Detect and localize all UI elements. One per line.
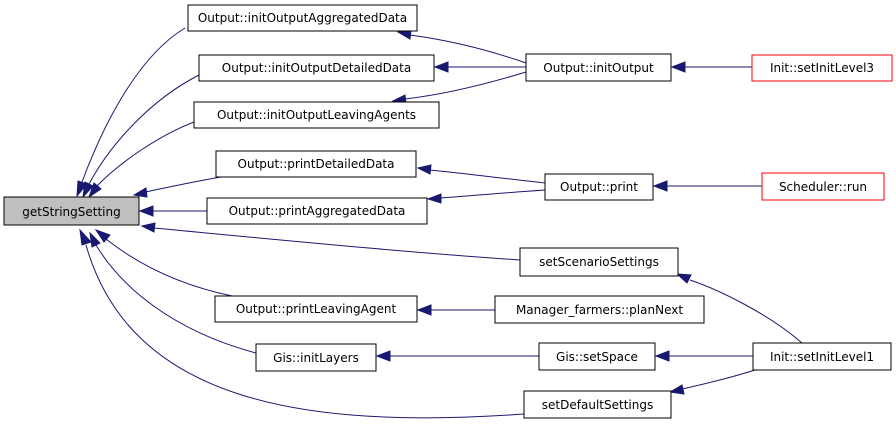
node-label: Output::initOutput <box>543 61 654 75</box>
edge-initOutputDetailedData-to-getStringSetting <box>82 74 200 199</box>
node-label: Output::initOutputAggregatedData <box>198 11 407 25</box>
edge-print-to-printAggregatedData <box>426 189 546 204</box>
node-label: Output::initOutputDetailedData <box>222 61 411 75</box>
edge-printAggregatedData-to-getStringSetting <box>138 205 207 217</box>
node-label: Manager_farmers::planNext <box>516 303 683 317</box>
edge-printLeavingAgent-to-getStringSetting <box>94 229 233 297</box>
node-label: Init::setInitLevel1 <box>770 350 874 364</box>
node-printDetailedData[interactable]: Output::printDetailedData <box>215 150 417 178</box>
node-label: Scheduler::run <box>779 180 867 194</box>
edge-initOutput-to-initOutputDetailedData <box>433 61 526 73</box>
node-label: setDefaultSettings <box>542 398 653 412</box>
node-label: setScenarioSettings <box>539 255 659 269</box>
node-printLeavingAgent[interactable]: Output::printLeavingAgent <box>214 295 418 323</box>
edge-setDefaultSettings-to-getStringSetting <box>79 228 525 419</box>
node-setInitLevel1[interactable]: Init::setInitLevel1 <box>752 342 892 371</box>
node-setSpace[interactable]: Gis::setSpace <box>538 342 656 371</box>
node-label: Init::setInitLevel3 <box>770 61 874 75</box>
node-initLayers[interactable]: Gis::initLayers <box>255 343 377 372</box>
edge-run-to-print <box>652 180 762 192</box>
edge-setScenarioSettings-to-getStringSetting <box>140 222 521 261</box>
node-label: Output::printDetailedData <box>238 157 395 171</box>
edge-initLayers-to-getStringSetting <box>89 231 257 354</box>
node-initOutputLeavingAgents[interactable]: Output::initOutputLeavingAgents <box>193 101 440 129</box>
edge-setSpace-to-initLayers <box>375 350 539 362</box>
node-label: Output::printAggregatedData <box>229 204 406 218</box>
node-getStringSetting[interactable]: getStringSetting <box>3 196 140 226</box>
edge-print-to-printDetailedData <box>416 164 546 184</box>
node-label: Output::print <box>560 180 638 194</box>
node-label: Gis::setSpace <box>556 350 638 364</box>
node-label: getStringSetting <box>22 205 120 219</box>
edge-setInitLevel3-to-initOutput <box>670 61 752 73</box>
node-label: Gis::initLayers <box>273 351 359 365</box>
node-initOutput[interactable]: Output::initOutput <box>525 53 672 82</box>
node-label: Output::initOutputLeavingAgents <box>217 108 416 122</box>
node-setInitLevel3[interactable]: Init::setInitLevel3 <box>751 54 893 82</box>
edge-initOutputAggregatedData-to-getStringSetting <box>76 27 186 198</box>
edge-setInitLevel1-to-setSpace <box>654 350 753 362</box>
node-initOutputAggregatedData[interactable]: Output::initOutputAggregatedData <box>187 4 418 32</box>
node-planNext[interactable]: Manager_farmers::planNext <box>494 295 705 324</box>
edge-initOutputLeavingAgents-to-getStringSetting <box>88 121 195 199</box>
node-print[interactable]: Output::print <box>544 173 654 201</box>
node-run[interactable]: Scheduler::run <box>761 172 885 201</box>
node-setScenarioSettings[interactable]: setScenarioSettings <box>519 247 679 277</box>
edge-setInitLevel1-to-setDefaultSettings <box>668 369 756 395</box>
node-label: Output::printLeavingAgent <box>236 302 397 316</box>
node-setDefaultSettings[interactable]: setDefaultSettings <box>523 390 672 419</box>
edge-setInitLevel1-to-setScenarioSettings <box>675 273 803 344</box>
node-printAggregatedData[interactable]: Output::printAggregatedData <box>206 197 428 225</box>
edge-planNext-to-printLeavingAgent <box>416 304 495 316</box>
node-initOutputDetailedData[interactable]: Output::initOutputDetailedData <box>198 54 435 82</box>
